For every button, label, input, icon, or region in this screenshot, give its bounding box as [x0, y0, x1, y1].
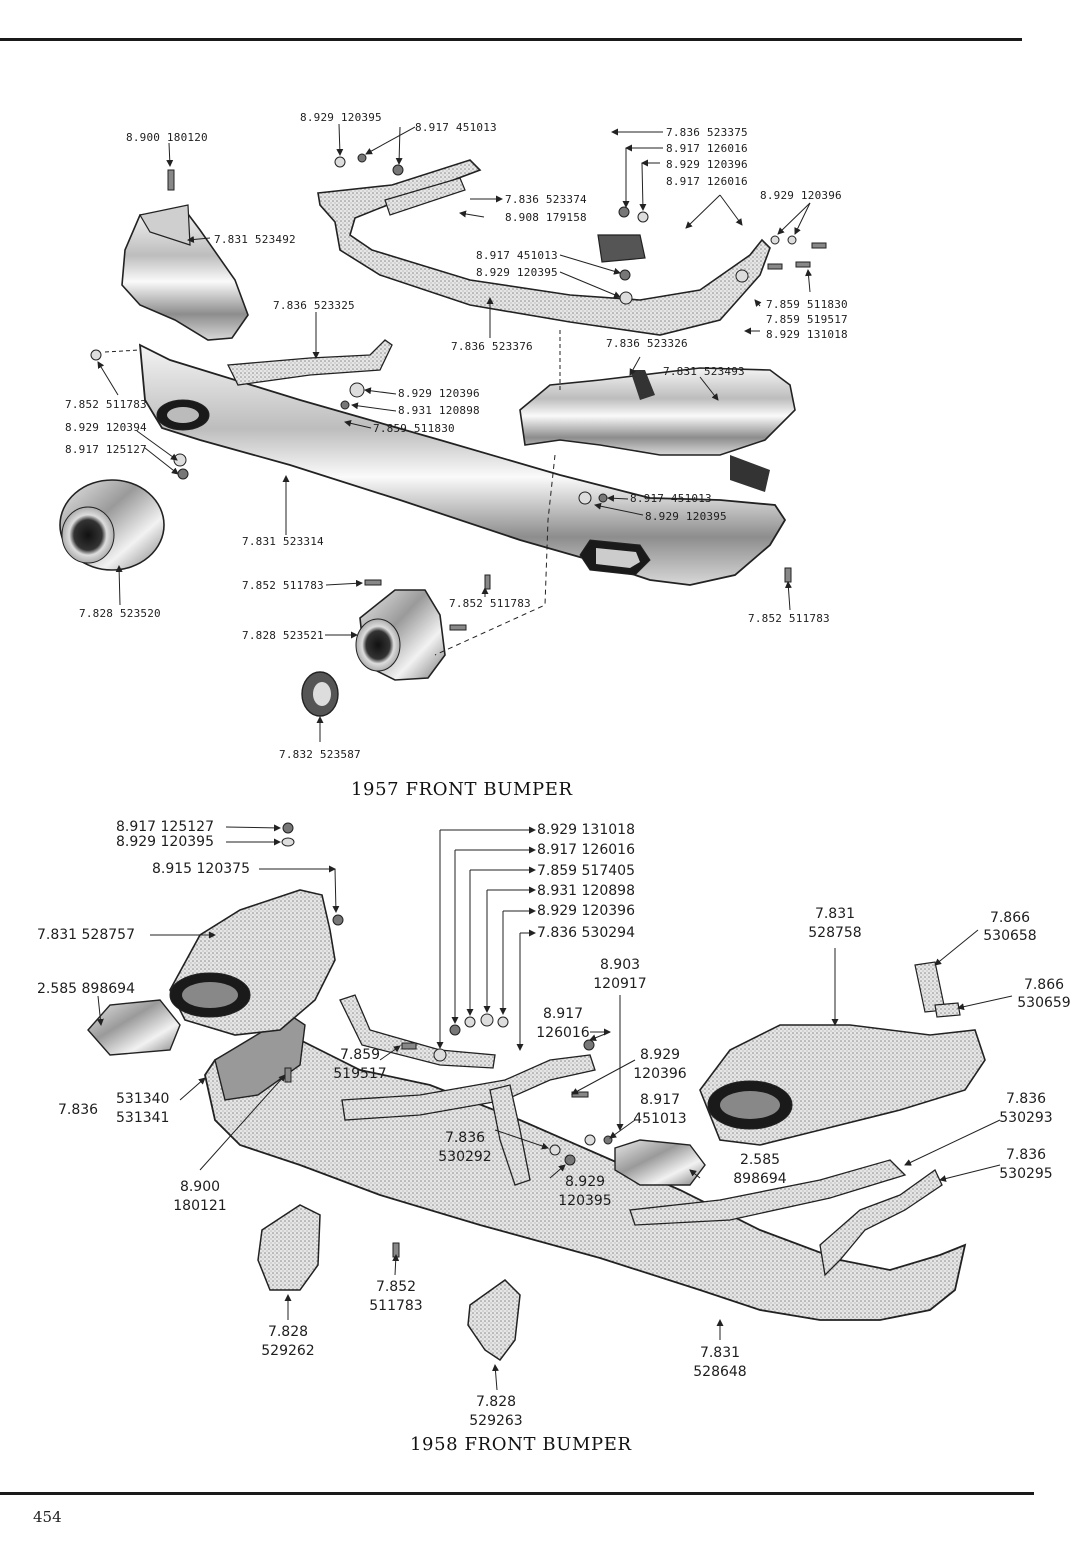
- label-part-number: 7.859 519517: [766, 313, 848, 326]
- label-part-number: 7.836 523325: [273, 299, 355, 312]
- label-part-number: 8.917 126016: [537, 842, 635, 858]
- label-part-number: 7.866: [1023, 977, 1065, 993]
- label-part-number: 7.828 523521: [242, 629, 324, 642]
- label-part-number: 7.836: [1005, 1147, 1047, 1163]
- label-part-number: 8.908 179158: [505, 211, 587, 224]
- label-part-number: 8.929 120395: [476, 266, 558, 279]
- label-part-number: 8.929 120394: [65, 421, 147, 434]
- label-part-number: 529262: [261, 1343, 315, 1359]
- label-part-number: 8.929 120396: [537, 903, 635, 919]
- top-rule: [0, 38, 1022, 41]
- label-part-number: 2.585 898694: [37, 981, 135, 997]
- label-part-number: 7.852 511783: [65, 398, 147, 411]
- label-part-number: 8.929: [564, 1174, 606, 1190]
- label-part-number: 8.929 120396: [666, 158, 748, 171]
- label-part-number: 8.917: [542, 1006, 584, 1022]
- label-part-number: 530658: [983, 928, 1037, 944]
- label-part-number: 7.836: [1005, 1091, 1047, 1107]
- label-part-number: 8.915 120375: [152, 861, 250, 877]
- bumper-1958-assembly: [87, 822, 1013, 1391]
- label-part-number: 7.836 523374: [505, 193, 587, 206]
- label-part-number: 529263: [469, 1413, 523, 1429]
- label-part-number: 8.900: [179, 1179, 221, 1195]
- label-part-number: 7.852 511783: [748, 612, 830, 625]
- label-part-number: 451013: [633, 1111, 687, 1127]
- label-part-number: 8.931 120898: [398, 404, 480, 417]
- label-part-number: 8.929 120395: [645, 510, 727, 523]
- label-part-number: 7.828 523520: [79, 607, 161, 620]
- bumper-1957-assembly: [59, 123, 827, 742]
- label-part-number: 7.836: [58, 1102, 99, 1118]
- label-part-number: 528648: [693, 1364, 747, 1380]
- label-part-number: 7.836: [444, 1130, 486, 1146]
- caption-1958: 1958 FRONT BUMPER: [410, 1434, 632, 1455]
- label-part-number: 8.929: [639, 1047, 681, 1063]
- label-part-number: 7.836 523326: [606, 337, 688, 350]
- label-part-number: 898694: [733, 1171, 787, 1187]
- label-part-number: 7.828: [267, 1324, 309, 1340]
- label-part-number: 7.831 523492: [214, 233, 296, 246]
- label-part-number: 8.917 451013: [476, 249, 558, 262]
- label-part-number: 180121: [173, 1198, 227, 1214]
- label-part-number: 519517: [333, 1066, 387, 1082]
- label-part-number: 7.852: [375, 1279, 417, 1295]
- label-part-number: 7.859 517405: [537, 863, 635, 879]
- label-part-number: 7.831: [814, 906, 856, 922]
- label-part-number: 7.859: [339, 1047, 381, 1063]
- label-part-number: 7.836 523375: [666, 126, 748, 139]
- page-number: 454: [33, 1508, 62, 1526]
- label-part-number: 7.831: [699, 1345, 741, 1361]
- label-part-number: 8.929 120395: [116, 834, 214, 850]
- label-part-number: 120917: [593, 976, 647, 992]
- label-part-number: 7.866: [989, 910, 1031, 926]
- label-part-number: 7.859 511830: [373, 422, 455, 435]
- label-part-number: 8.929 131018: [766, 328, 848, 341]
- label-part-number: 531341: [116, 1110, 170, 1126]
- label-part-number: 530293: [999, 1110, 1053, 1126]
- label-part-number: 8.917 451013: [630, 492, 712, 505]
- label-part-number: 530295: [999, 1166, 1053, 1182]
- label-part-number: 7.831 523314: [242, 535, 324, 548]
- label-part-number: 511783: [369, 1298, 423, 1314]
- label-part-number: 8.929 120395: [300, 111, 382, 124]
- label-part-number: 120396: [633, 1066, 687, 1082]
- label-part-number: 7.831 528757: [37, 927, 135, 943]
- label-part-number: 7.836 523376: [451, 340, 533, 353]
- label-part-number: 8.917 451013: [415, 121, 497, 134]
- label-part-number: 530659: [1017, 995, 1071, 1011]
- label-part-number: 7.831 523493: [663, 365, 745, 378]
- label-part-number: 7.852 511783: [449, 597, 531, 610]
- label-part-number: 8.900 180120: [126, 131, 208, 144]
- label-part-number: 8.929 131018: [537, 822, 635, 838]
- label-part-number: 8.929 120396: [398, 387, 480, 400]
- label-part-number: 8.917 125127: [65, 443, 147, 456]
- label-part-number: 8.917: [639, 1092, 681, 1108]
- label-part-number: 7.828: [475, 1394, 517, 1410]
- label-part-number: 530292: [438, 1149, 492, 1165]
- label-part-number: 8.903: [599, 957, 641, 973]
- label-part-number: 2.585: [739, 1152, 781, 1168]
- label-part-number: 528758: [808, 925, 862, 941]
- label-part-number: 531340: [116, 1091, 170, 1107]
- caption-1957: 1957 FRONT BUMPER: [351, 779, 573, 800]
- label-part-number: 8.917 126016: [666, 175, 748, 188]
- label-part-number: 7.836 530294: [537, 925, 635, 941]
- label-part-number: 120395: [558, 1193, 612, 1209]
- label-part-number: 7.852 511783: [242, 579, 324, 592]
- label-part-number: 7.859 511830: [766, 298, 848, 311]
- label-part-number: 7.832 523587: [279, 748, 361, 761]
- label-part-number: 8.917 126016: [666, 142, 748, 155]
- label-part-number: 8.917 125127: [116, 819, 214, 835]
- label-part-number: 8.929 120396: [760, 189, 842, 202]
- bottom-rule: [0, 1492, 1034, 1495]
- label-part-number: 126016: [536, 1025, 590, 1041]
- label-part-number: 8.931 120898: [537, 883, 635, 899]
